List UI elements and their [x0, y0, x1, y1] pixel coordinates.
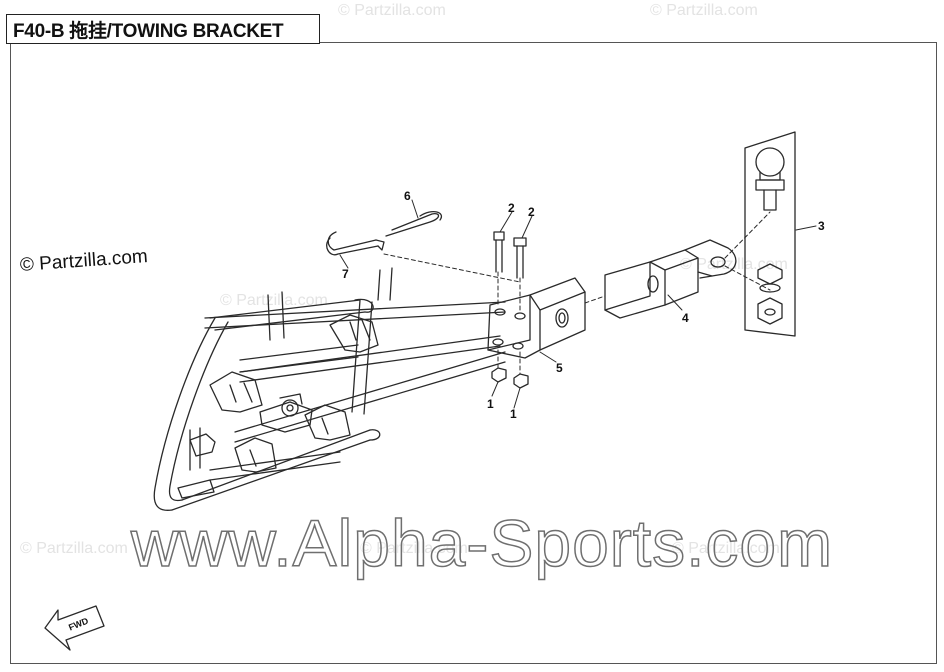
callout-label-1a: 1 [487, 397, 494, 411]
callout-label-6: 6 [404, 189, 411, 203]
watermark-faint-low-2: © Partzilla.com [360, 540, 468, 557]
watermark-faint-low-3: © Partzilla.com [672, 540, 780, 557]
callout-label-7: 7 [342, 267, 349, 281]
bolt-part-2 [493, 231, 527, 279]
callout-label-3: 3 [818, 219, 825, 233]
hitch-ball-part-3 [744, 131, 796, 337]
clip-part-6 [385, 210, 443, 237]
nut-part-1 [491, 367, 529, 389]
site-watermark: www.Alpha-Sports.com [130, 505, 834, 581]
diagram-frame [10, 42, 937, 664]
watermark-faint-low-1: © Partzilla.com [20, 540, 128, 557]
callout-label-2a: 2 [508, 201, 515, 215]
callout-label-2b: 2 [528, 205, 535, 219]
hitch-pin-part-7 [326, 231, 385, 256]
callout-label-1b: 1 [510, 407, 517, 421]
watermark-faint-top-1: © Partzilla.com [338, 2, 446, 19]
drawbar-part-4 [604, 239, 737, 319]
fwd-direction-icon [44, 605, 105, 651]
watermark-faint-mid-1: © Partzilla.com [220, 292, 328, 309]
callout-label-5: 5 [556, 361, 563, 375]
watermark-faint-top-2: © Partzilla.com [650, 2, 758, 19]
callout-label-4: 4 [682, 311, 689, 325]
hitch-receiver-part-5 [487, 277, 586, 359]
vehicle-frame [153, 267, 506, 511]
page-title: F40-B 拖挂/TOWING BRACKET [6, 14, 320, 44]
